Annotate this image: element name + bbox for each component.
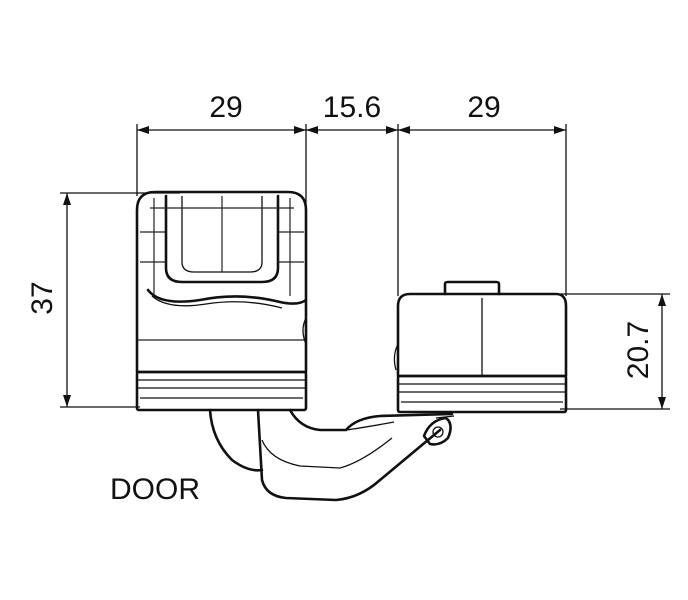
top-dimension-line <box>137 126 566 134</box>
dim-right-width: 29 <box>467 91 500 124</box>
extension-lines <box>60 124 670 410</box>
right-height-dimension <box>658 294 666 409</box>
dim-right-height: 20.7 <box>622 321 655 379</box>
dim-offset: 15.6 <box>323 91 381 124</box>
door-label: DOOR <box>110 473 200 506</box>
dim-left-height: 37 <box>26 281 59 314</box>
dim-left-width: 29 <box>209 91 242 124</box>
left-height-dimension <box>63 193 71 407</box>
hinge-cup-door <box>135 190 308 412</box>
mounting-plate-frame <box>393 280 568 414</box>
hinge-arm <box>208 408 455 502</box>
